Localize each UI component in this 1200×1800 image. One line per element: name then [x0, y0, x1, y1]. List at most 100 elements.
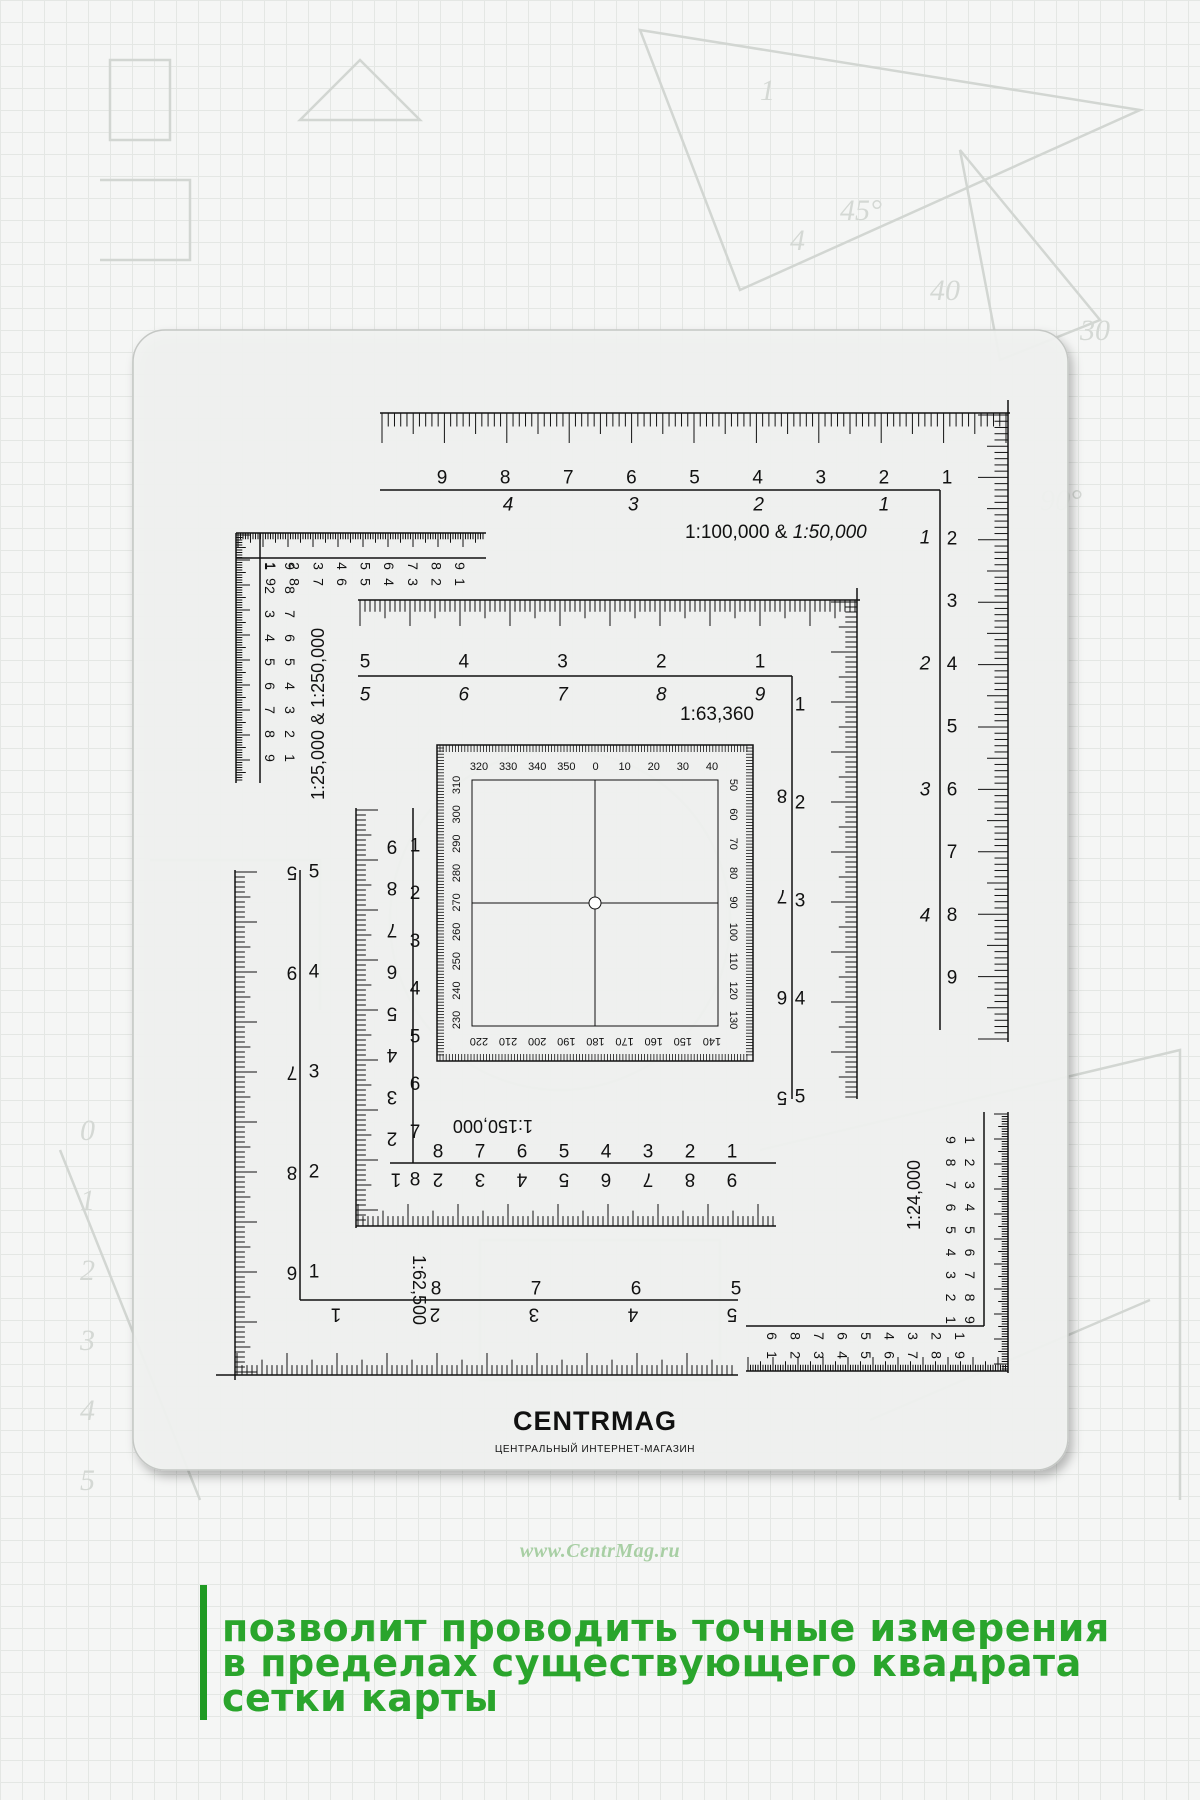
scale-number: 7 [811, 1332, 827, 1340]
scale-number: 1 [795, 695, 806, 716]
scale-number: 7 [557, 685, 569, 706]
scale-number: 4 [381, 578, 397, 586]
scale-label-100k: 1:100,000 & 1:50,000 [685, 522, 867, 543]
protractor-label: 310 [451, 776, 463, 794]
scale-number: 2 [262, 586, 278, 594]
scale-number: 2 [428, 578, 444, 586]
protractor-label: 0 [592, 761, 598, 773]
protractor-label: 130 [727, 1011, 739, 1029]
caption-accent-bar [200, 1585, 207, 1720]
scale-number: 6 [458, 685, 469, 706]
scale-number: 8 [947, 905, 958, 926]
scale-number: 5 [962, 1226, 978, 1234]
scale-number: 8 [685, 1169, 696, 1190]
scale-number: 4 [410, 979, 421, 1000]
scale-number: 4 [835, 1351, 851, 1359]
svg-text:4: 4 [790, 224, 805, 257]
protractor-label: 160 [645, 1035, 663, 1047]
scale-number: 6 [381, 562, 397, 570]
protractor-label: 210 [499, 1035, 517, 1047]
protractor-label: 40 [706, 761, 718, 773]
protractor-label: 150 [674, 1035, 692, 1047]
scale-number: 2 [685, 1142, 696, 1163]
scale-number: 2 [962, 1159, 978, 1167]
protractor-label: 270 [451, 893, 463, 911]
website-url: www.CentrMag.ru [519, 1540, 681, 1562]
scale-number: 7 [531, 1279, 542, 1300]
scale-number: 6 [410, 1074, 421, 1095]
scale-number: 4 [752, 468, 763, 489]
logo-brand: CENTRMAG [513, 1406, 677, 1436]
svg-text:3: 3 [79, 1324, 95, 1357]
svg-text:4: 4 [80, 1394, 95, 1427]
scale-number: 5 [358, 562, 374, 570]
scale-number: 7 [947, 842, 958, 863]
scale-number: 3 [282, 706, 298, 714]
scale-number: 2 [410, 883, 421, 904]
scale-number: 3 [309, 1062, 320, 1083]
scale-label-24k: 1:24,000 [904, 1160, 924, 1230]
scale-number: 1 [391, 1169, 402, 1190]
scale-number: 8 [262, 730, 278, 738]
scale-number: 6 [943, 1204, 959, 1212]
scale-number: 1 [755, 652, 766, 673]
scale-number: 1 [952, 1332, 968, 1340]
scale-number: 5 [360, 652, 371, 673]
protractor-label: 60 [727, 808, 739, 820]
scale-number: 2 [387, 1128, 398, 1149]
scale-number: 5 [287, 862, 298, 883]
protractor-label: 110 [727, 952, 739, 970]
caption-line-3: сетки карты [222, 1676, 499, 1720]
protractor-label: 10 [619, 761, 631, 773]
scale-number: 2 [309, 1162, 320, 1183]
scale-number: 3 [410, 931, 421, 952]
protractor-label: 340 [528, 761, 546, 773]
scale-number: 8 [428, 562, 444, 570]
protractor-label: 20 [648, 761, 660, 773]
svg-text:1: 1 [760, 74, 775, 107]
scale-number: 4 [262, 634, 278, 642]
scale-number: 3 [628, 495, 639, 516]
scale-number: 5 [410, 1026, 421, 1047]
scale-number: 4 [601, 1142, 612, 1163]
logo-tagline: ЦЕНТРАЛЬНЫЙ ИНТЕРНЕТ-МАГАЗИН [495, 1442, 695, 1455]
scale-label-25k: 1:25,000 & 1:250,000 [308, 628, 328, 800]
protractor-label: 320 [470, 761, 488, 773]
scale-number: 3 [920, 780, 931, 801]
scale-number: 6 [282, 634, 298, 642]
scale-number: 7 [405, 562, 421, 570]
scale-label-150k: 1:150,000 [453, 1116, 533, 1136]
scale-number: 6 [262, 682, 278, 690]
scale-number: 5 [727, 1304, 738, 1325]
scale-number: 5 [282, 658, 298, 666]
scale-number: 6 [631, 1279, 642, 1300]
protractor-label: 70 [727, 838, 739, 850]
scale-number: 5 [858, 1351, 874, 1359]
scale-number: 6 [764, 1332, 780, 1340]
scale-number: 8 [788, 1332, 804, 1340]
protractor-label: 200 [528, 1035, 546, 1047]
scale-number: 4 [627, 1304, 638, 1325]
scale-number: 8 [287, 578, 303, 586]
scale-number: 1 [943, 1316, 959, 1324]
scale-number: 8 [656, 685, 667, 706]
centrmag-logo: CENTRMAG ЦЕНТРАЛЬНЫЙ ИНТЕРНЕТ-МАГАЗИН [495, 1406, 695, 1455]
protractor-label: 290 [451, 835, 463, 853]
scale-number: 3 [811, 1351, 827, 1359]
svg-text:30: 30 [1079, 314, 1110, 347]
scale-number: 1 [962, 1136, 978, 1144]
scale-number: 9 [387, 836, 398, 857]
scale-number: 2 [752, 495, 764, 516]
scale-number: 7 [410, 1122, 421, 1143]
scale-number: 1 [879, 495, 890, 516]
scale-number: 4 [947, 654, 958, 675]
scale-number: 8 [410, 1170, 421, 1191]
scale-number: 5 [858, 1332, 874, 1340]
scale-number: 9 [755, 685, 766, 706]
scale-number: 3 [795, 891, 806, 912]
scale-number: 4 [516, 1169, 527, 1190]
scale-number: 9 [262, 754, 278, 762]
scale-number: 6 [947, 779, 958, 800]
scale-number: 2 [282, 730, 298, 738]
